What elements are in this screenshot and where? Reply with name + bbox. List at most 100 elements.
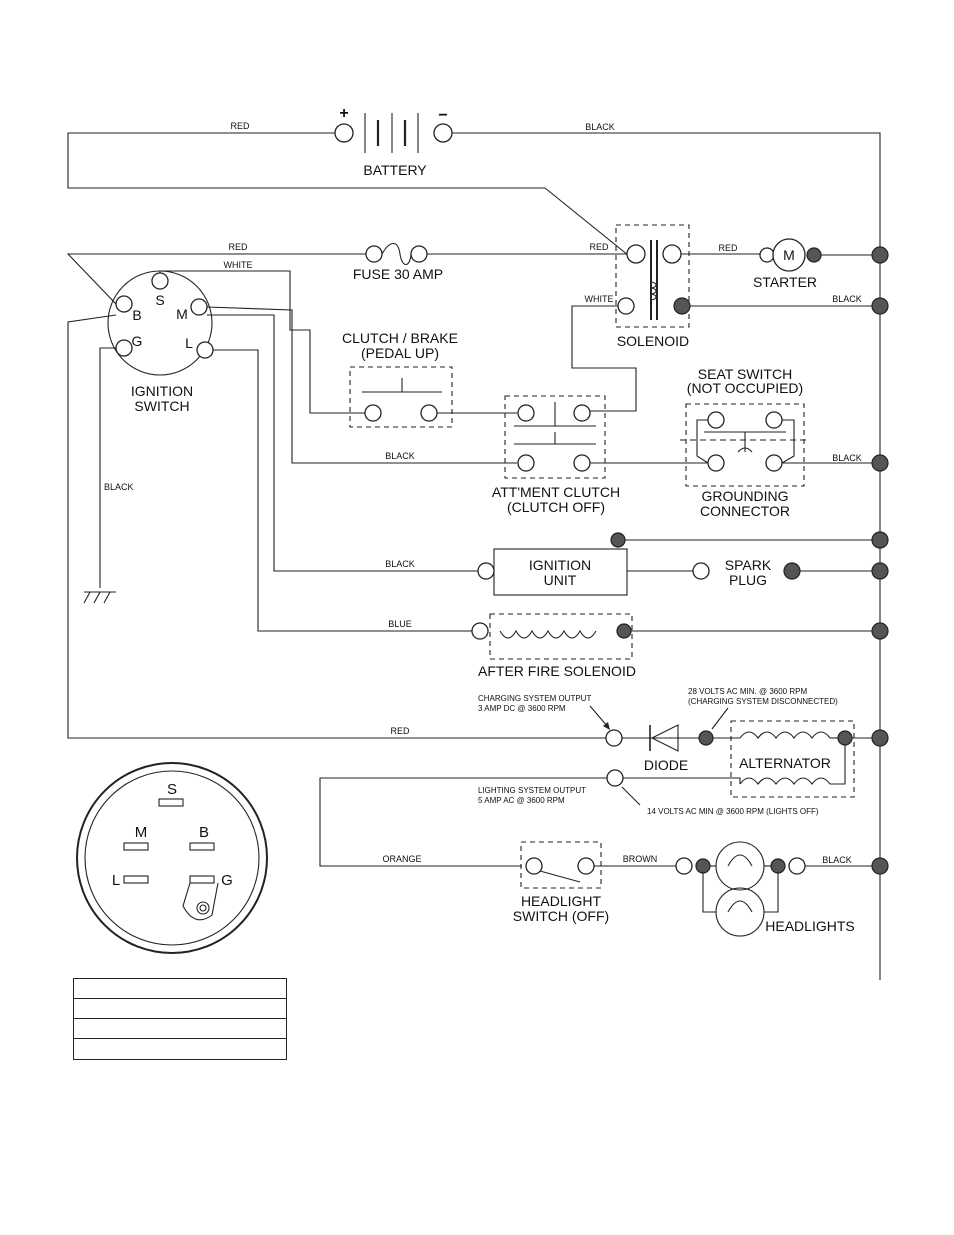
terminal-l-label: L — [185, 335, 193, 351]
switch-face-label-s: S — [167, 781, 177, 798]
alternator-ground-terminal — [837, 730, 853, 746]
after-fire-solenoid-label: AFTER FIRE SOLENOID — [478, 663, 636, 679]
wire-label-black: BLACK — [585, 122, 615, 132]
ground-node — [871, 857, 889, 875]
ignition-unit: IGNITION UNIT — [477, 532, 628, 596]
seat-switch-box — [685, 403, 805, 487]
clutch-brake-terminal — [364, 404, 382, 422]
wire-orange — [319, 777, 607, 867]
wire-label-black: BLACK — [832, 294, 862, 304]
starter-motor — [772, 238, 806, 272]
charging-note-arrow — [589, 705, 609, 728]
key-table-row — [74, 979, 286, 999]
wire-black-ignition-unit — [207, 314, 478, 572]
key-table-row — [74, 1019, 286, 1039]
ignition-unit-ground-terminal — [610, 532, 626, 548]
clutch-brake-switch: CLUTCH / BRAKE (PEDAL UP) — [342, 330, 458, 428]
seat-switch-terminal — [707, 454, 725, 472]
charging-note-2: 3 AMP DC @ 3600 RPM — [478, 704, 566, 713]
wire-lighting-output — [623, 777, 741, 784]
wire-black-ground — [99, 347, 116, 588]
battery-negative-terminal — [433, 123, 453, 143]
switch-face-slot-g — [189, 875, 215, 884]
wire-label-red: RED — [228, 242, 248, 252]
alternator-label: ALTERNATOR — [739, 755, 831, 771]
ground-node — [871, 531, 889, 549]
terminal-b — [115, 295, 133, 313]
after-fire-solenoid-terminal — [471, 622, 489, 640]
grounding-connector-label-1: GROUNDING — [701, 488, 788, 504]
attachment-clutch-switch: ATT'MENT CLUTCH (CLUTCH OFF) — [492, 395, 620, 515]
headlight-switch-box — [520, 841, 602, 889]
key-table-row — [74, 999, 286, 1019]
wire-label-red: RED — [390, 726, 410, 736]
attachment-clutch-terminal — [573, 454, 591, 472]
wire-red-b-to-fuse — [66, 253, 366, 305]
starter: M STARTER — [753, 238, 822, 290]
wire-label-white: WHITE — [224, 260, 253, 270]
wire-label-black: BLACK — [822, 855, 852, 865]
headlight-switch-label-1: HEADLIGHT — [521, 893, 602, 909]
solenoid-terminal — [662, 244, 682, 264]
headlight-terminal — [675, 857, 693, 875]
switch-face-label-m: M — [135, 824, 148, 841]
terminal-m — [190, 298, 208, 316]
spark-plug: SPARK PLUG — [692, 557, 801, 588]
spark-plug-label-1: SPARK — [725, 557, 772, 573]
charging-note-1: CHARGING SYSTEM OUTPUT — [478, 694, 591, 703]
volts-28-note-1: 28 VOLTS AC MIN. @ 3600 RPM — [688, 687, 807, 696]
starter-symbol: M — [783, 247, 795, 263]
diode-input-terminal — [605, 729, 623, 747]
wire-label-brown: BROWN — [623, 854, 658, 864]
solenoid-box — [615, 224, 690, 328]
diode-output-terminal — [698, 730, 714, 746]
headlight-terminal — [770, 858, 786, 874]
spark-plug-label-2: PLUG — [729, 572, 767, 588]
fuse-element — [381, 242, 412, 266]
fuse-terminal — [410, 245, 428, 263]
ground-node — [871, 729, 889, 747]
wire-label-black: BLACK — [832, 453, 862, 463]
terminal-m-label: M — [176, 306, 188, 322]
headlight-switch-terminal — [525, 857, 543, 875]
headlights: HEADLIGHTS — [675, 841, 855, 937]
wire-blue-l — [213, 349, 472, 632]
switch-face-slot-b — [189, 842, 215, 851]
ignition-unit-label-2: UNIT — [544, 572, 577, 588]
seat-switch-label-1: SEAT SWITCH — [698, 366, 792, 382]
clutch-brake-box — [349, 366, 453, 428]
volts-28-note-arrow — [711, 707, 729, 730]
fuse: FUSE 30 AMP — [353, 242, 443, 282]
terminal-b-label: B — [132, 307, 141, 323]
switch-face-rivet — [196, 901, 210, 915]
terminal-g — [115, 339, 133, 357]
attachment-clutch-box — [504, 395, 606, 479]
headlight-bulb-lower — [715, 887, 765, 937]
solenoid-ground-terminal — [673, 297, 691, 315]
wire-label-black: BLACK — [385, 451, 415, 461]
switch-face-slot-l — [123, 875, 149, 884]
solenoid-terminal — [617, 297, 635, 315]
wire-label-red: RED — [718, 243, 738, 253]
key-table — [73, 978, 287, 1060]
seat-switch-terminal — [765, 411, 783, 429]
solenoid: SOLENOID — [615, 224, 691, 349]
ignition-switch-label-2: SWITCH — [134, 398, 189, 414]
volts-14-note: 14 VOLTS AC MIN @ 3600 RPM (LIGHTS OFF) — [647, 807, 819, 816]
key-table-row — [74, 1039, 286, 1059]
volts-28-note-2: (CHARGING SYSTEM DISCONNECTED) — [688, 697, 838, 706]
switch-face-label-l: L — [112, 872, 120, 889]
attachment-clutch-label-1: ATT'MENT CLUTCH — [492, 484, 620, 500]
wire-white-solenoid — [571, 305, 637, 412]
ignition-switch-face: S M B L G — [76, 762, 268, 954]
diode-symbol — [650, 724, 679, 752]
lighting-output-terminal — [606, 769, 624, 787]
wire-label-red: RED — [589, 242, 609, 252]
headlight-bulb-upper — [715, 841, 765, 891]
wire-black-ground-bus — [452, 132, 881, 980]
volts-14-note-arrow — [621, 786, 641, 806]
wire-black-m-to-clutch — [206, 306, 517, 464]
ignition-switch: S B M G L IGNITION SWITCH — [107, 270, 214, 414]
wire-label-black: BLACK — [385, 559, 415, 569]
